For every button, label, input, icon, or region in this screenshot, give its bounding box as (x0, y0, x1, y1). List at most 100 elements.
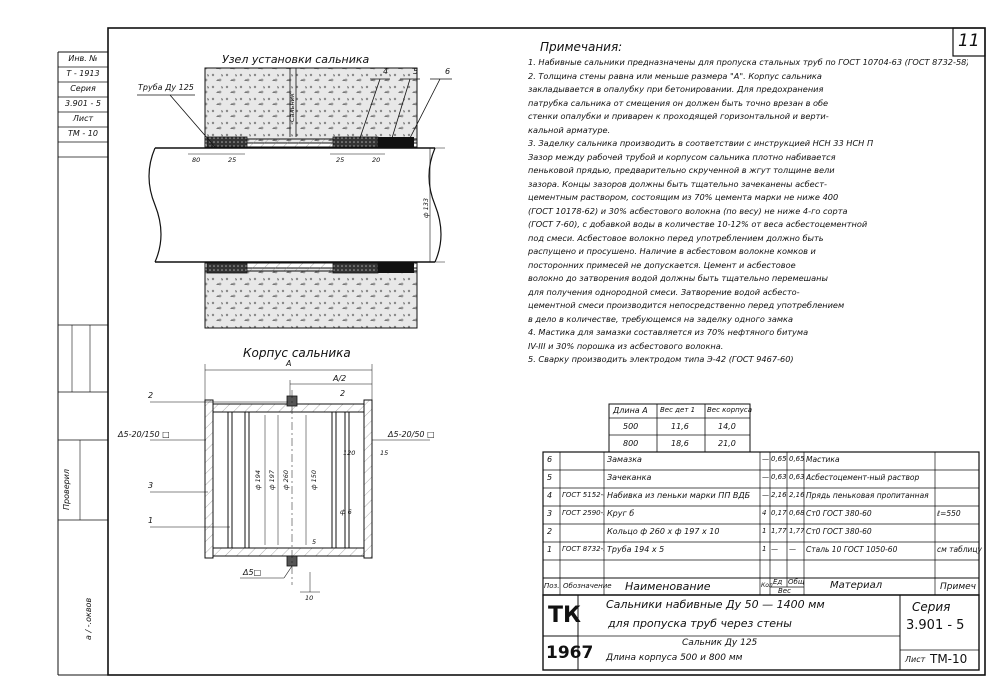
notes-title: Примечания: (540, 40, 623, 54)
spec-cell-m2: 2,16 (789, 491, 805, 499)
spec-cell-material: Ст0 ГОСТ 380-60 (806, 509, 872, 518)
title-line3: Сальник Ду 125 (682, 638, 758, 648)
title-line4: Длина корпуса 500 и 800 мм (606, 653, 743, 663)
note-line: в дело в количестве, требующемся на заде… (528, 313, 793, 324)
spec-cell-name: Круг б (607, 509, 635, 518)
spec-h-note: Примеч (940, 582, 976, 592)
spec-cell-m1: 0,63 (771, 473, 787, 481)
spec-cell-pos: 6 (547, 455, 553, 464)
spec-h-obsh: Общ (788, 578, 805, 586)
spec-cell-pos: 3 (547, 509, 553, 518)
spec-cell-m1: 0,65 (771, 455, 787, 463)
spec-cell-name: Набивка из пеньки марки ПП ВДБ (607, 491, 751, 500)
spec-cell-doc: ГОСТ 8732-58 (562, 545, 604, 553)
dim-10: 10 (305, 594, 314, 602)
dim-15: 15 (380, 449, 389, 457)
spec-cell-material: Сталь 10 ГОСТ 1050-60 (806, 545, 898, 554)
spec-cell-material: Прядь пеньковая пропитанная (806, 491, 929, 500)
wt-row2-length: 800 (623, 439, 639, 448)
note-line: стенки опалубки и приварен к проходящей … (528, 111, 829, 121)
note-line: патрубка сальника от смещения он должен … (528, 97, 829, 108)
sheet-frame (107, 27, 986, 676)
spec-cell-qty: — (762, 473, 769, 481)
wt-row1-part: 11,6 (671, 422, 689, 431)
dim-d260: ф 260 (282, 469, 290, 490)
callout-6: 6 (445, 67, 451, 76)
page-number: 11 (958, 31, 980, 51)
wt-row1-length: 500 (623, 422, 639, 431)
note-line: зазора. Концы зазоров должны быть тщател… (528, 178, 827, 189)
title-series-label: Серия (912, 600, 951, 614)
spec-cell-m1: 1,77 (771, 527, 787, 535)
spec-cell-qty: 1 (762, 527, 767, 535)
dim-25b: 25 (336, 156, 345, 164)
dim-80: 80 (192, 156, 201, 164)
spec-cell-doc: ГОСТ 2590-57 (562, 509, 604, 517)
right-weld: Δ5-20/50 □ (388, 430, 435, 439)
spec-cell-m1: 0,17 (771, 509, 787, 517)
spec-cell-qty: 1 (762, 545, 767, 553)
title-line2: для пропуска труб через стены (608, 617, 792, 630)
note-line: посторонних примесей не допускается. Цем… (528, 259, 796, 270)
wt-header-length: Длина А (613, 406, 648, 415)
callout-4: 4 (383, 67, 389, 76)
sheet-value: ТМ - 10 (68, 129, 98, 138)
callout-2-right: 2 (340, 389, 346, 398)
wt-header-body: Вес корпуса (707, 406, 752, 414)
title-line1: Сальники набивные Ду 50 — 1400 мм (606, 598, 825, 611)
spec-h-ed: Ед (773, 578, 783, 586)
note-line: Зазор между рабочей трубой и корпусом са… (528, 151, 836, 162)
wt-row2-body: 21,0 (718, 439, 736, 448)
spec-cell-name: Замазка (607, 455, 642, 464)
wt-header-part: Вес дет 1 (660, 406, 696, 414)
note-line: (ГОСТ 10178-62) и 30% асбестового волокн… (528, 205, 848, 216)
title-org: ТК (548, 603, 581, 628)
dim-25a: 25 (228, 156, 237, 164)
note-line: 3. Заделку сальника производить в соотве… (528, 138, 874, 148)
spec-cell-name: Труба 194 х 5 (607, 545, 665, 554)
spec-cell-m1: 2,16 (771, 491, 787, 499)
note-line: пеньковой прядью, предварительно скручен… (528, 165, 835, 175)
spec-cell-m2: 1,77 (789, 527, 805, 535)
spec-h-pos: Поз. (544, 582, 560, 590)
spec-cell-material: Мастика (806, 455, 840, 464)
note-line: кальной арматуре. (528, 124, 611, 135)
spec-cell-material: Асбестоцемент-ный раствор (806, 473, 920, 482)
spec-cell-note: ℓ=550 (937, 509, 961, 518)
callout-5: 5 (413, 67, 419, 76)
spec-cell-m2: 0,68 (789, 509, 805, 517)
series-value: 3.901 - 5 (65, 99, 101, 108)
sleeve-vertical-text: Сальник (288, 93, 296, 122)
inv-value: Т - 1913 (66, 69, 100, 78)
diameter-133: ф 133 (422, 197, 430, 218)
wt-row1-body: 14,0 (718, 422, 736, 431)
spec-cell-note: см таблицу (937, 545, 982, 554)
spec-h-wt: Вес (778, 587, 791, 595)
note-line: цементной смеси производится непосредств… (528, 300, 845, 310)
spec-cell-qty: 4 (762, 509, 767, 517)
note-line: цементным раствором, состоящим из 70% це… (528, 192, 839, 202)
spec-cell-doc: ГОСТ 5152-66 (562, 491, 604, 499)
spec-cell-pos: 5 (547, 473, 553, 482)
title-series-value: 3.901 - 5 (906, 618, 965, 633)
callout-2-top: 2 (148, 391, 154, 400)
title-year: 1967 (546, 643, 594, 663)
spec-cell-m2: 0,65 (789, 455, 805, 463)
note-line: IV-III и 30% порошка из асбестового воло… (528, 340, 724, 351)
callout-1: 1 (148, 516, 154, 525)
spec-cell-qty: — (762, 491, 769, 499)
spec-cell-pos: 4 (547, 491, 553, 500)
bottom-weld: Δ5□ (243, 568, 262, 577)
note-line: закладывается в опалубку при бетонирован… (528, 84, 824, 94)
wt-row2-part: 18,6 (671, 439, 689, 448)
title-sheet-label: Лист (905, 655, 926, 664)
note-line: 2. Толщина стены равна или меньше размер… (528, 70, 822, 81)
note-line: волокно до затворения водой должны быть … (528, 273, 829, 283)
spec-h-doc: Обозначение (563, 582, 612, 590)
dim-A: А (286, 359, 292, 368)
spec-cell-name: Кольцо ф 260 х ф 197 х 10 (607, 527, 720, 536)
spec-h-name: Наименование (625, 580, 711, 593)
spec-h-material: Материал (830, 580, 883, 591)
dim-5: 5 (312, 538, 317, 546)
